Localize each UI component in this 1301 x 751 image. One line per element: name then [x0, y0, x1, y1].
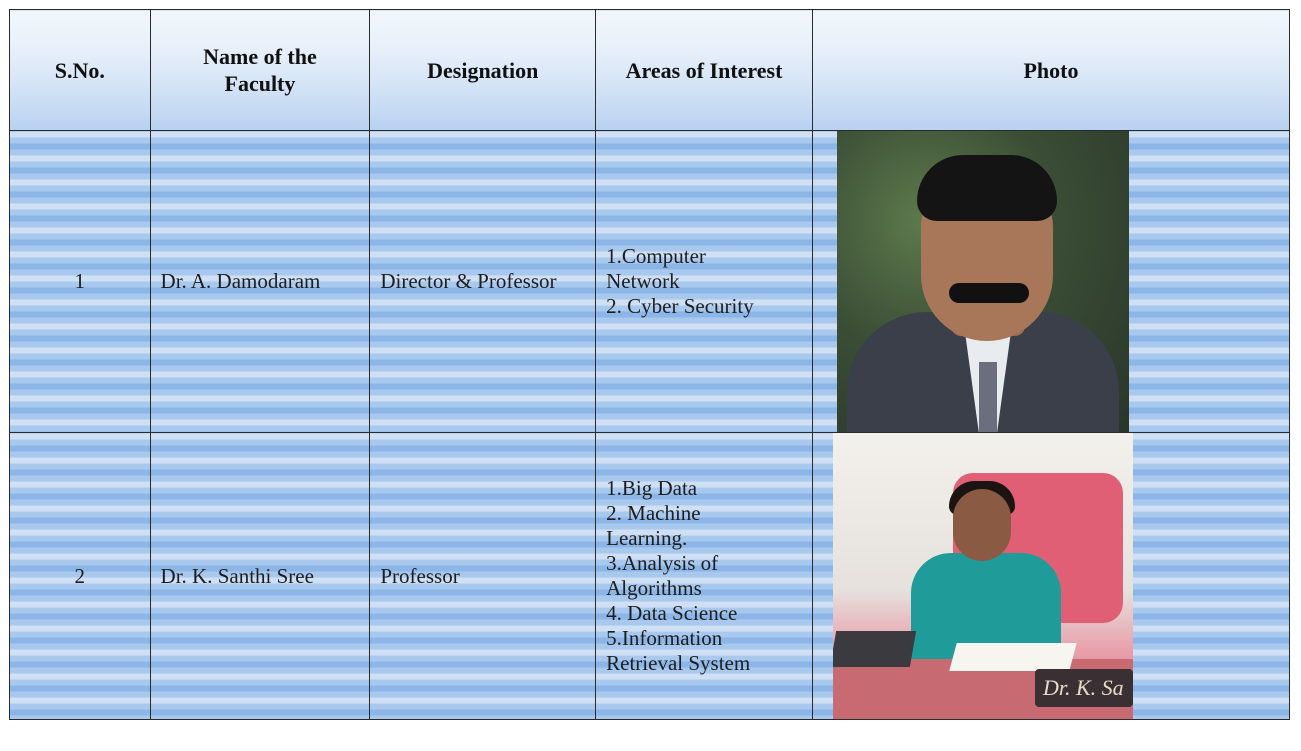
cell-name: Dr. K. Santhi Sree: [149, 432, 371, 720]
area-line: Network: [606, 269, 680, 293]
area-line: 1.Computer: [606, 244, 706, 268]
faculty-photo: [836, 131, 1129, 432]
photo-moustache: [948, 283, 1029, 303]
photo-laptop: [832, 631, 917, 667]
table-row: 1 Dr. A. Damodaram Director & Professor …: [9, 130, 1291, 433]
table-row: 2 Dr. K. Santhi Sree Professor 1.Big Dat…: [9, 432, 1291, 720]
faculty-photo: Dr. K. Sa: [832, 433, 1133, 719]
header-sno: S.No.: [9, 9, 151, 131]
photo-hair: [916, 155, 1057, 221]
cell-designation: Director & Professor: [369, 130, 597, 433]
header-name-line2: Faculty: [224, 71, 296, 96]
area-line: 3.Analysis of: [606, 551, 719, 575]
cell-photo: [811, 130, 1291, 433]
header-photo: Photo: [811, 9, 1291, 131]
photo-paper: [949, 643, 1077, 671]
cell-areas: 1.Computer Network 2. Cyber Security: [595, 130, 813, 433]
cell-name: Dr. A. Damodaram: [149, 130, 371, 433]
header-areas: Areas of Interest: [595, 9, 813, 131]
cell-sno: 1: [9, 130, 151, 433]
cell-photo: Dr. K. Sa: [811, 432, 1291, 720]
header-name-line1: Name of the: [203, 44, 317, 69]
area-line: Algorithms: [606, 576, 702, 600]
area-line: Learning.: [606, 526, 688, 550]
cell-sno: 2: [9, 432, 151, 720]
area-line: 5.Information: [606, 626, 723, 650]
area-line: Retrieval System: [606, 651, 751, 675]
area-line: 2. Machine: [606, 501, 701, 525]
cell-areas: 1.Big Data 2. Machine Learning. 3.Analys…: [595, 432, 813, 720]
area-line: 4. Data Science: [606, 601, 738, 625]
photo-nameplate: Dr. K. Sa: [1034, 669, 1133, 707]
cell-designation: Professor: [369, 432, 597, 720]
area-line: 1.Big Data: [606, 476, 698, 500]
photo-tie: [978, 362, 997, 432]
photo-face: [952, 489, 1011, 561]
area-line: 2. Cyber Security: [606, 294, 754, 318]
faculty-table: S.No. Name of the Faculty Designation Ar…: [9, 9, 1291, 720]
header-name: Name of the Faculty: [149, 9, 371, 131]
header-designation: Designation: [369, 9, 597, 131]
table-header-row: S.No. Name of the Faculty Designation Ar…: [9, 9, 1291, 131]
